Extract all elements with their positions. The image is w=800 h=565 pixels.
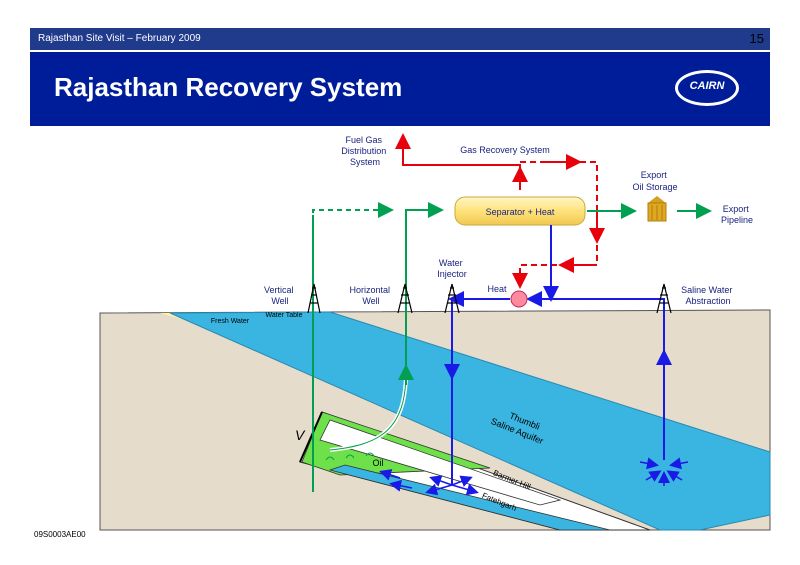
document-code: 09S0003AE00 [34,530,86,539]
heat-label: Heat [487,284,507,294]
vertical-well-derrick [307,283,321,314]
water-table-label: Water Table [266,312,303,319]
presentation-subtitle: Rajasthan Site Visit – February 2009 [38,33,201,44]
saline-water-label: Saline Water Abstraction [681,285,735,306]
oil-storage-tank [647,196,667,222]
export-storage-label: Export Oil Storage [632,170,677,192]
title-bar: Rajasthan Recovery System CAIRN [30,52,770,126]
water-injector-derrick [444,283,460,314]
injection-flow-arrows [379,469,479,496]
thumbli-aquifer [169,311,771,531]
oil-label: Oil [373,458,384,468]
logo-text: CAIRN [689,80,725,92]
heat-exchanger [510,290,528,308]
horizontal-well-label: Horizontal Well [349,285,392,306]
gas-recovery-label: Gas Recovery System [460,145,550,155]
cairn-logo: CAIRN [675,70,743,108]
saline-abstraction-derrick [656,283,672,314]
fuel-gas-label: Fuel Gas Distribution System [341,135,389,167]
export-pipeline-label: Export Pipeline [721,204,753,225]
header-bar: Rajasthan Site Visit – February 2009 [30,28,770,50]
oil-flow-arrows [325,452,375,461]
horizontal-well-derrick [397,283,413,314]
fresh-water-label: Fresh Water [211,318,250,325]
separator-label: Separator + Heat [486,207,555,217]
separator-vessel [454,196,586,226]
saline-water-line [526,291,665,307]
water-injector-label: Water Injector [437,258,467,279]
slide-title: Rajasthan Recovery System [54,72,403,102]
abstraction-flow-arrows [639,457,689,486]
logo-oval-shape [675,70,739,106]
fault-line [299,411,323,463]
fault-mark: V [295,427,306,443]
horizontal-wellbore-outline [329,371,407,451]
horizontal-well-line [405,202,444,218]
page-number: 15 [749,31,764,46]
vertical-well-label: Vertical Well [264,285,296,306]
